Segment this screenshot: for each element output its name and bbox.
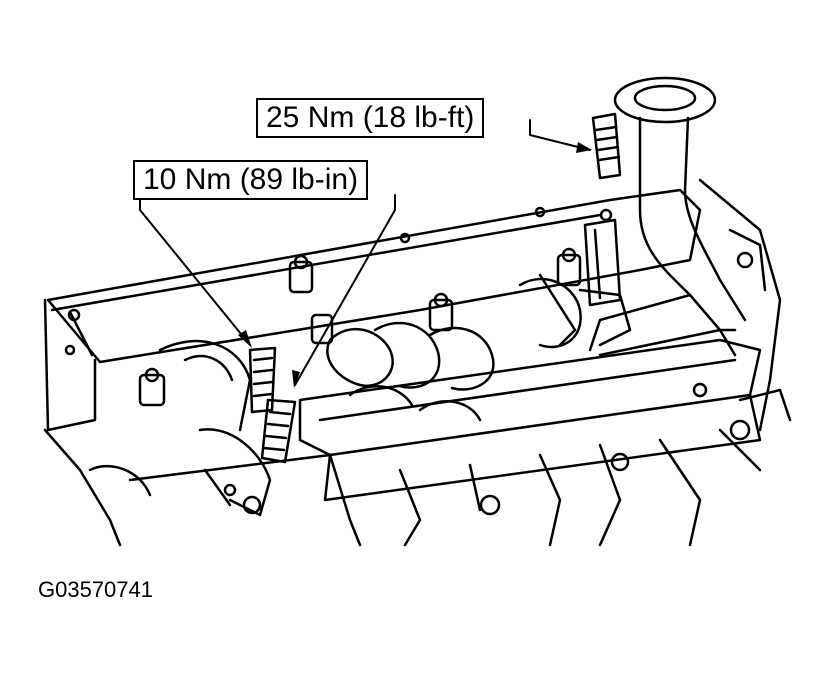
engine-block-left [43,339,272,547]
crankshaft [326,273,632,422]
bolt-10nm-b [260,398,297,464]
leader-lines [139,119,591,386]
figure-id-label: G03570741 [38,577,153,602]
pickup-bracket [583,218,622,307]
bearing-cap-bolts [138,206,613,407]
oil-pickup-tube [588,76,747,357]
torque-callout-25nm: 25 Nm (18 lb-ft) [256,98,485,138]
lower-rail [298,338,762,502]
bolt-25nm [591,112,622,180]
leader-arrowheads [238,142,592,388]
lower-block [128,428,762,547]
bolt-10nm-a [248,346,277,414]
torque-callout-10nm: 10 Nm (89 lb-in) [133,160,369,200]
engine-block-right [692,178,792,441]
crossmember-rail [43,188,702,432]
